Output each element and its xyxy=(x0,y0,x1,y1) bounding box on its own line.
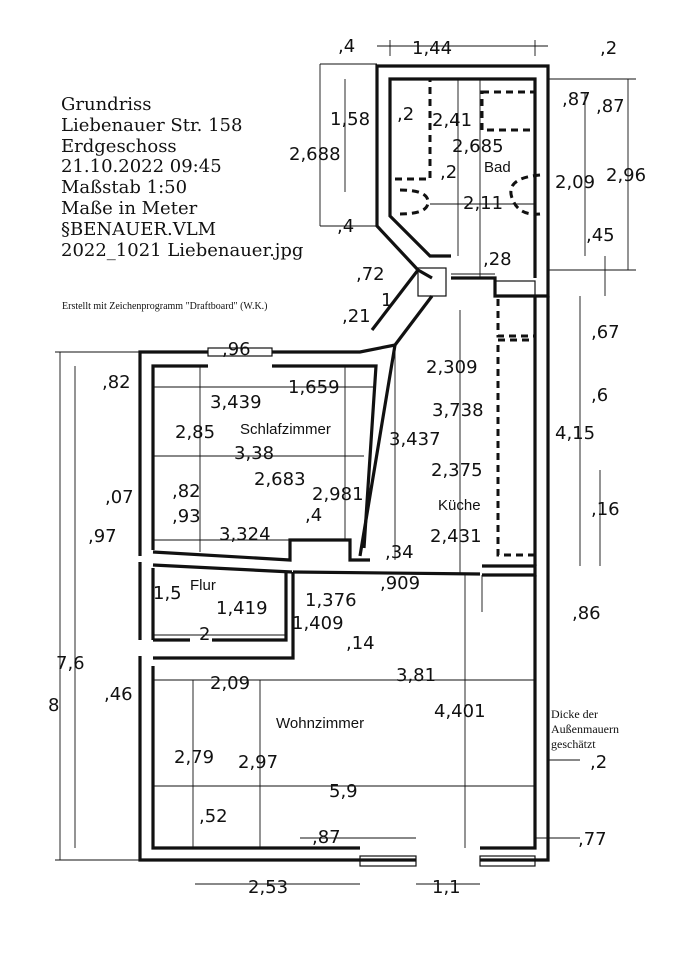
dim-label: ,909 xyxy=(380,573,420,594)
dim-label: 1 xyxy=(381,290,392,311)
header-datetime: 21.10.2022 09:45 xyxy=(61,156,222,177)
dim-label: 1,58 xyxy=(330,109,370,130)
dim-label: ,82 xyxy=(172,481,201,502)
dim-label: ,16 xyxy=(591,499,620,520)
dim-label: 1,376 xyxy=(305,590,357,611)
dim-label: 2,11 xyxy=(463,193,503,214)
chimney xyxy=(494,280,536,297)
dim-label: ,82 xyxy=(102,372,131,393)
dim-label: ,97 xyxy=(88,526,117,547)
outer-walls xyxy=(138,64,550,867)
dim-label: 2,85 xyxy=(175,422,215,443)
dim-label: 2,431 xyxy=(430,526,482,547)
dim-label: ,96 xyxy=(222,339,251,360)
dim-label: 2,09 xyxy=(555,172,595,193)
dim-label: 1,5 xyxy=(153,583,182,604)
dim-label: ,93 xyxy=(172,506,201,527)
room-label-schlafzimmer: Schlafzimmer xyxy=(240,421,331,438)
svg-text:geschätzt: geschätzt xyxy=(551,737,596,751)
header-units: Maße in Meter xyxy=(61,198,198,219)
window-marker xyxy=(359,855,417,867)
dim-label: 3,738 xyxy=(432,400,484,421)
dim-label: 2,09 xyxy=(210,673,250,694)
room-label-flur: Flur xyxy=(190,577,216,594)
dim-label: 2,375 xyxy=(431,460,483,481)
dim-label: ,52 xyxy=(199,806,228,827)
dim-label: 1,419 xyxy=(216,598,268,619)
room-label-kueche: Küche xyxy=(438,497,481,514)
dim-label: ,87 xyxy=(596,96,625,117)
svg-text:Außenmauern: Außenmauern xyxy=(551,722,619,736)
dim-label: ,4 xyxy=(337,216,354,237)
header-image-name: 2022_1021 Liebenauer.jpg xyxy=(61,240,303,261)
dim-label: 2,53 xyxy=(248,877,288,898)
dim-label: 4,401 xyxy=(434,701,486,722)
dim-label: 2,309 xyxy=(426,357,478,378)
dim-label: ,28 xyxy=(483,249,512,270)
dim-label: 3,81 xyxy=(396,665,436,686)
dim-label: ,2 xyxy=(440,162,457,183)
dim-label: 2,688 xyxy=(289,144,341,165)
dim-label: 2,79 xyxy=(174,747,214,768)
dim-label: 1,1 xyxy=(432,877,461,898)
dim-label: 3,38 xyxy=(234,443,274,464)
dim-label: ,2 xyxy=(590,752,607,773)
dim-label: 8 xyxy=(48,695,59,716)
dim-label: ,45 xyxy=(586,225,615,246)
dim-label: ,77 xyxy=(578,829,607,850)
header-scale: Maßstab 1:50 xyxy=(61,177,187,198)
dim-label: 3,437 xyxy=(389,429,441,450)
header-address: Liebenauer Str. 158 xyxy=(61,115,242,136)
dim-label: 2 xyxy=(199,624,210,645)
dim-label: 2,683 xyxy=(254,469,306,490)
dim-label: 2,97 xyxy=(238,752,278,773)
dim-label: ,6 xyxy=(591,385,608,406)
dim-label: 7,6 xyxy=(56,653,85,674)
dim-label: 2,685 xyxy=(452,136,504,157)
dimension-lines xyxy=(55,40,636,885)
svg-text:Dicke der: Dicke der xyxy=(551,707,598,721)
door-opening xyxy=(207,347,273,357)
dim-label: 2,41 xyxy=(432,110,472,131)
dim-label: ,2 xyxy=(397,104,414,125)
header-filename: §BENAUER.VLM xyxy=(61,219,216,240)
credit-note: Erstellt mit Zeichenprogramm "Draftboard… xyxy=(62,301,268,312)
dim-label: ,87 xyxy=(562,89,591,110)
dim-label: 2,96 xyxy=(606,165,646,186)
dim-label: ,87 xyxy=(312,827,341,848)
dim-label: 4,15 xyxy=(555,423,595,444)
built-in-fixtures xyxy=(388,77,541,557)
dim-label: ,4 xyxy=(305,505,322,526)
dim-label: ,07 xyxy=(105,487,134,508)
header-title: Grundriss xyxy=(61,94,152,115)
room-label-wohnzimmer: Wohnzimmer xyxy=(276,715,364,732)
wall-thickness-note: Dicke der Außenmauern geschätzt xyxy=(551,707,619,751)
chimney-shaft xyxy=(417,267,447,297)
room-label-bad: Bad xyxy=(484,159,511,176)
dim-label: ,67 xyxy=(591,322,620,343)
dimension-labels: ,4 1,44 ,2 ,87 ,87 1,58 ,2 2,41 2,685 2,… xyxy=(48,36,646,898)
dim-label: ,86 xyxy=(572,603,601,624)
dim-label: 5,9 xyxy=(329,781,358,802)
dim-label: 1,409 xyxy=(292,613,344,634)
header-floor: Erdgeschoss xyxy=(61,136,177,157)
dim-label: ,46 xyxy=(104,684,133,705)
room-labels: Bad Schlafzimmer Küche Flur Wohnzimmer xyxy=(190,159,511,732)
window-marker xyxy=(479,855,536,867)
dim-label: ,34 xyxy=(385,542,414,563)
dim-label: ,21 xyxy=(342,306,371,327)
dim-label: 2,981 xyxy=(312,484,364,505)
dim-label: ,2 xyxy=(600,38,617,59)
dim-label: ,14 xyxy=(346,633,375,654)
dim-label: 1,659 xyxy=(288,377,340,398)
dim-label: 3,439 xyxy=(210,392,262,413)
dim-label: ,4 xyxy=(338,36,355,57)
plan-header: Grundriss Liebenauer Str. 158 Erdgeschos… xyxy=(61,94,303,261)
dim-label: 1,44 xyxy=(412,38,452,59)
dim-label: ,72 xyxy=(356,264,385,285)
dim-label: 3,324 xyxy=(219,524,271,545)
